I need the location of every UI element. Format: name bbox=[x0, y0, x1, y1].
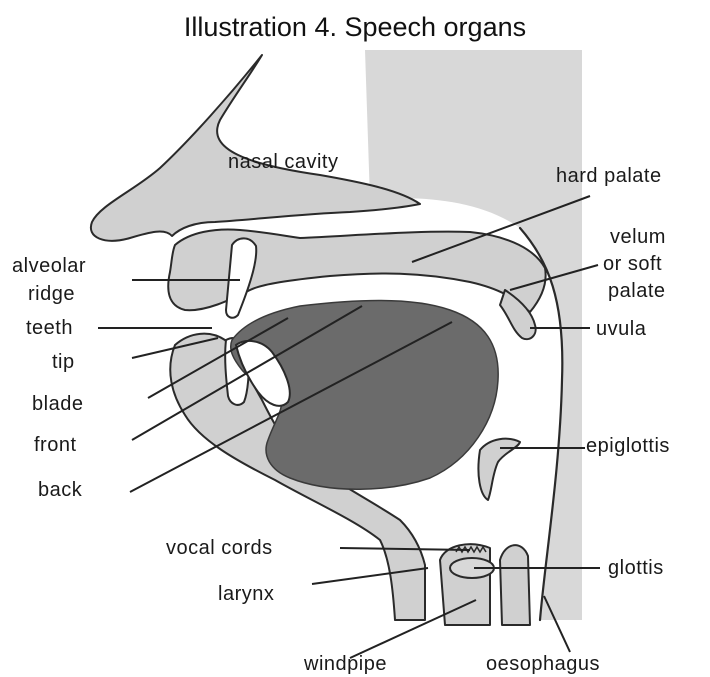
oesophagus-tube bbox=[500, 545, 530, 625]
label-front: front bbox=[34, 434, 77, 456]
label-hard-palate: hard palate bbox=[556, 165, 662, 187]
label-ridge: ridge bbox=[28, 283, 75, 305]
label-windpipe: windpipe bbox=[303, 653, 387, 675]
upper-teeth bbox=[226, 238, 256, 317]
label-vocal-cords: vocal cords bbox=[166, 537, 273, 559]
label-epiglottis: epiglottis bbox=[586, 435, 670, 457]
label-velum-1: velum bbox=[610, 226, 666, 248]
label-uvula: uvula bbox=[596, 318, 647, 340]
label-larynx: larynx bbox=[218, 583, 274, 605]
label-blade: blade bbox=[32, 393, 83, 415]
label-glottis: glottis bbox=[608, 557, 664, 579]
label-alveolar: alveolar bbox=[12, 255, 86, 277]
label-velum-2: or soft bbox=[603, 253, 662, 275]
label-nasal-cavity: nasal cavity bbox=[228, 151, 339, 173]
label-velum-3: palate bbox=[608, 280, 666, 302]
hard-palate-tissue bbox=[168, 230, 545, 312]
label-tip: tip bbox=[52, 351, 75, 373]
label-teeth: teeth bbox=[26, 317, 73, 339]
label-oesophagus: oesophagus bbox=[486, 653, 600, 675]
label-back: back bbox=[38, 479, 83, 501]
